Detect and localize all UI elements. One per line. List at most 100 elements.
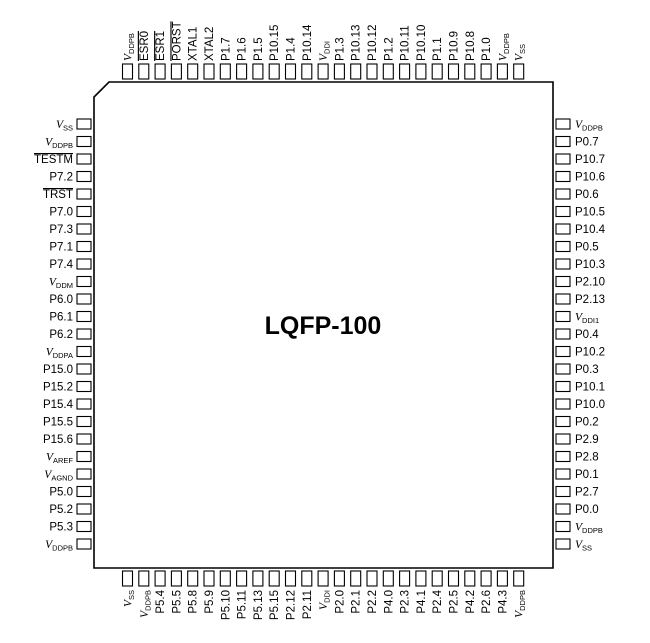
pin-label-p6-2: P6.2	[49, 329, 73, 341]
pin-pad	[170, 63, 182, 80]
pin-label-p7-4: P7.4	[49, 259, 73, 271]
pin-pad	[76, 240, 92, 253]
pin-label-p2-10: P2.10	[575, 277, 605, 289]
pin-pad	[555, 223, 571, 235]
pin-pad	[555, 135, 571, 148]
pin-pad	[333, 570, 345, 587]
pin-label-p6-1: P6.1	[49, 312, 73, 324]
pin-label-p15-2: P15.2	[43, 382, 73, 394]
pin-pad	[301, 63, 313, 80]
pin-label-p10-11: P10.11	[400, 25, 412, 61]
pin-pad	[219, 570, 231, 587]
pin-label-vss: VSS	[575, 539, 592, 553]
pin-label-p1-4: P1.4	[286, 37, 298, 61]
pin-pad	[154, 63, 166, 80]
pin-label-vddi: VDDI	[318, 590, 332, 610]
pin-pad	[480, 570, 492, 587]
pin-label-p1-6: P1.6	[237, 37, 249, 61]
pin-pad	[555, 293, 571, 305]
pin-label-p2-6: P2.6	[481, 590, 493, 614]
pin-label-esr1: ESR1	[155, 31, 167, 61]
pin-label-p5-9: P5.9	[204, 590, 216, 614]
pin-pad	[203, 63, 215, 80]
pin-pad	[415, 63, 427, 80]
pin-pad	[555, 380, 571, 393]
pin-pad	[555, 485, 571, 498]
pin-pad	[76, 205, 92, 218]
pin-label-vddpb: VDDPB	[45, 539, 73, 553]
pin-pad	[555, 398, 571, 410]
pin-pad	[76, 293, 92, 305]
pin-pad	[555, 153, 571, 165]
pin-pad	[431, 63, 443, 80]
pin-pad	[76, 380, 92, 393]
pin-label-p2-8: P2.8	[575, 452, 599, 464]
pin-label-p7-3: P7.3	[49, 224, 73, 236]
pin-pad	[513, 570, 525, 587]
pin-pad	[187, 570, 199, 587]
pin-label-p2-11: P2.11	[302, 590, 314, 619]
pin-label-p2-12: P2.12	[286, 590, 298, 620]
pin-label-p1-0: P1.0	[481, 37, 493, 61]
pin-pad	[447, 63, 460, 80]
pin-label-vddpb: VDDPB	[139, 590, 153, 618]
pin-pad	[555, 433, 571, 445]
pin-label-p10-7: P10.7	[575, 154, 605, 166]
pin-pad	[431, 570, 443, 587]
pin-label-xtal1: XTAL1	[188, 27, 200, 61]
pin-label-p6-0: P6.0	[49, 294, 73, 306]
pin-pad	[555, 468, 571, 480]
pin-label-vddpb: VDDPB	[497, 33, 511, 61]
pin-pad	[76, 520, 92, 533]
pin-label-p10-14: P10.14	[302, 24, 314, 61]
pin-pad	[555, 240, 571, 253]
pin-pad	[555, 345, 571, 358]
pin-label-p0-5: P0.5	[575, 242, 599, 254]
pin-label-p2-4: P2.4	[432, 589, 444, 613]
pin-pad	[76, 188, 92, 200]
pin-label-p0-6: P0.6	[575, 189, 599, 201]
pin-label-p5-3: P5.3	[49, 522, 73, 534]
pin-label-p10-1: P10.1	[575, 382, 605, 394]
pin-label-p5-11: P5.11	[237, 590, 249, 619]
pin-label-p10-5: P10.5	[575, 207, 605, 219]
pin-label-p15-0: P15.0	[43, 364, 73, 376]
pin-pad	[333, 63, 345, 80]
pin-label-p10-15: P10.15	[269, 25, 281, 61]
pin-pad	[399, 63, 411, 80]
pin-pad	[76, 223, 92, 235]
pin-pad	[350, 570, 362, 587]
pin-label-p5-13: P5.13	[253, 590, 265, 620]
pin-pad	[415, 570, 427, 587]
pin-pad	[170, 570, 182, 587]
pin-label-p1-3: P1.3	[334, 37, 346, 61]
pin-pad	[76, 310, 92, 323]
pin-label-p2-9: P2.9	[575, 434, 599, 446]
pin-pad	[555, 275, 571, 288]
pin-label-vddpb: VDDPB	[514, 590, 528, 618]
pin-pad	[76, 363, 92, 375]
pin-pad	[301, 570, 313, 587]
pin-label-p5-4: P5.4	[155, 589, 167, 613]
pin-pad	[76, 345, 92, 358]
pin-pad	[203, 570, 215, 587]
pin-label-p5-8: P5.8	[188, 590, 200, 614]
pin-pad	[555, 450, 571, 463]
pin-pad	[555, 363, 571, 375]
pin-pad	[366, 63, 378, 80]
pin-pad	[76, 118, 92, 130]
pin-pad	[382, 63, 394, 80]
pin-pad	[447, 570, 460, 587]
pin-label-p15-6: P15.6	[43, 434, 73, 446]
pin-label-vagnd: VAGND	[44, 469, 73, 483]
pin-pad	[76, 328, 92, 340]
pin-pad	[76, 135, 92, 148]
pin-label-p2-7: P2.7	[575, 487, 599, 499]
pin-pad	[236, 63, 248, 80]
pin-label-p5-10: P5.10	[220, 590, 232, 620]
pin-pad	[555, 310, 571, 323]
pin-pad	[480, 63, 492, 80]
pin-label-p0-3: P0.3	[575, 364, 599, 376]
pin-3: TESTM3	[34, 153, 103, 166]
